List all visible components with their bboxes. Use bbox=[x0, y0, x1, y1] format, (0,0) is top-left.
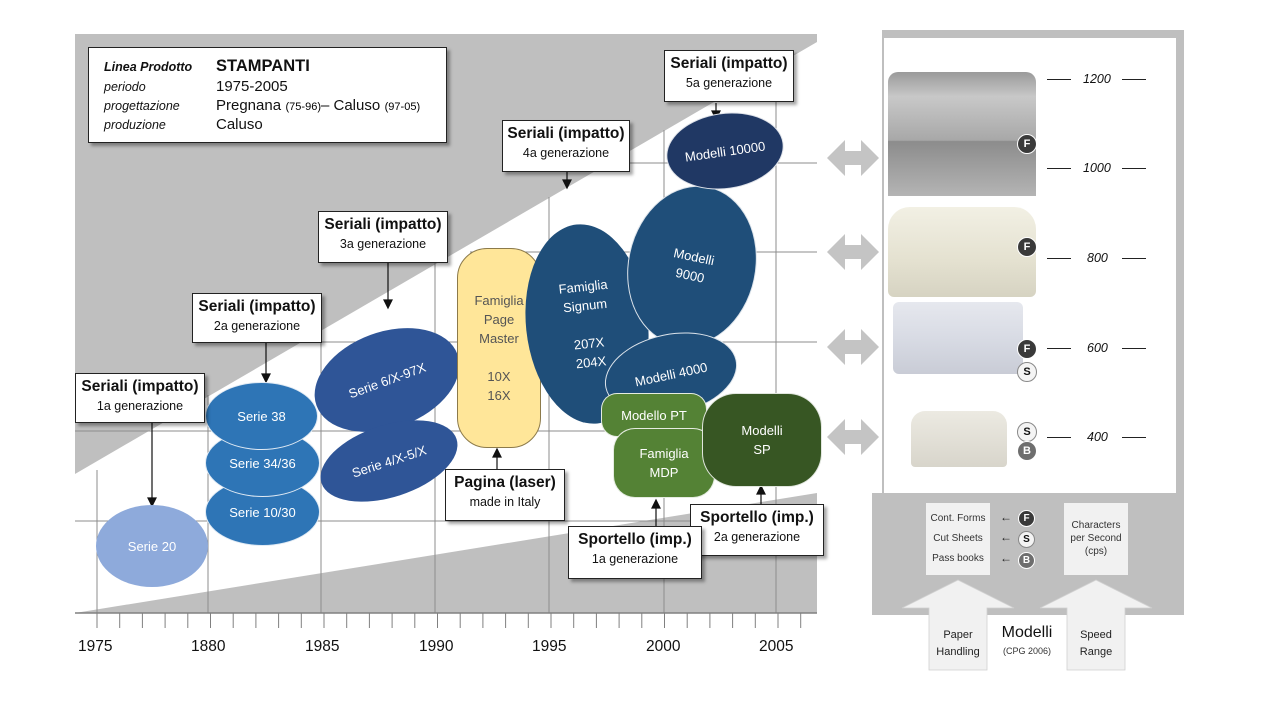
legend-badge-b-icon: B bbox=[1018, 552, 1035, 569]
printer-image-9000 bbox=[888, 207, 1036, 297]
axis-label-year: 1990 bbox=[419, 638, 454, 655]
callout-subtitle: 1a generazione bbox=[96, 399, 184, 413]
speed-legend-box: Characters per Second (cps) bbox=[1064, 503, 1128, 575]
bubble-serie-10-30: Serie 10/30 bbox=[205, 478, 320, 546]
printer-image-4000 bbox=[893, 302, 1023, 374]
info-value-product-line: STAMPANTI bbox=[216, 57, 310, 75]
legend-arrow-icon: ← bbox=[1000, 551, 1012, 565]
speed-value: 1200 bbox=[1083, 72, 1111, 86]
product-line-info-box: Linea Prodotto STAMPANTI periodo 1975-2005… bbox=[88, 47, 447, 143]
info-value-production: Caluso bbox=[216, 116, 263, 133]
callout-sportello-2a-gen: Sportello (imp.) 2a generazione bbox=[690, 504, 824, 556]
modelli-title: Modelli bbox=[1001, 624, 1053, 641]
speed-tick bbox=[1047, 348, 1071, 349]
bubble-serie-20: Serie 20 bbox=[96, 505, 208, 587]
callout-seriali-1a-gen: Seriali (impatto) 1a generazione bbox=[75, 373, 205, 423]
badge-cont-forms-icon: F bbox=[1017, 339, 1037, 359]
modelli-subtitle: (CPG 2006) bbox=[1002, 646, 1052, 656]
speed-tick bbox=[1122, 168, 1146, 169]
paper-handling-label: Paper Handling bbox=[936, 629, 980, 658]
info-label-period: periodo bbox=[104, 80, 146, 94]
info-value-period: 1975-2005 bbox=[216, 78, 288, 95]
axis-label-year: 2005 bbox=[759, 638, 794, 655]
speed-value: 600 bbox=[1087, 341, 1108, 355]
callout-subtitle: 2a generazione bbox=[713, 530, 801, 544]
legend-pass-books: Pass books bbox=[932, 553, 984, 564]
axis-label-year: 1975 bbox=[78, 638, 113, 655]
legend-arrow-icon: ← bbox=[1000, 530, 1012, 544]
speed-value: 400 bbox=[1087, 430, 1108, 444]
legend-badge-s-icon: S bbox=[1018, 531, 1035, 548]
legend-arrow-icon: ← bbox=[1000, 510, 1012, 524]
callout-seriali-3a-gen: Seriali (impatto) 3a generazione bbox=[318, 211, 448, 263]
callout-subtitle: 5a generazione bbox=[685, 76, 773, 90]
callout-title: Sportello (imp.) bbox=[700, 509, 814, 526]
axis-label-year: 1995 bbox=[532, 638, 567, 655]
speed-range-label: Speed Range bbox=[1079, 629, 1113, 658]
callout-arrows bbox=[147, 103, 766, 530]
legend-cut-sheets: Cut Sheets bbox=[933, 533, 983, 544]
callout-subtitle: 2a generazione bbox=[213, 319, 301, 333]
callout-sportello-1a-gen: Sportello (imp.) 1a generazione bbox=[568, 526, 702, 579]
bubble-modelli-sp: Modelli SP bbox=[702, 393, 822, 487]
speed-tick bbox=[1047, 168, 1071, 169]
speed-value: 800 bbox=[1087, 251, 1108, 265]
x-axis-ticks bbox=[96, 613, 802, 628]
paper-handling-legend-box: Cont. Forms Cut Sheets Pass books bbox=[926, 503, 990, 575]
axis-label-year: 1985 bbox=[305, 638, 340, 655]
badge-cut-sheets-icon: S bbox=[1017, 422, 1037, 442]
speed-tick bbox=[1122, 348, 1146, 349]
badge-cont-forms-icon: F bbox=[1017, 237, 1037, 257]
speed-tick bbox=[1122, 79, 1146, 80]
printer-image-10000 bbox=[888, 72, 1036, 196]
double-arrows bbox=[827, 140, 879, 455]
info-value-design-years1: (75-96) bbox=[285, 101, 321, 113]
printer-image-sp bbox=[911, 411, 1007, 467]
speed-tick bbox=[1122, 437, 1146, 438]
callout-seriali-5a-gen: Seriali (impatto) 5a generazione bbox=[664, 50, 794, 102]
legend-cont-forms: Cont. Forms bbox=[930, 513, 986, 524]
badge-cut-sheets-icon: S bbox=[1017, 362, 1037, 382]
callout-subtitle: 1a generazione bbox=[591, 552, 679, 566]
callout-seriali-2a-gen: Seriali (impatto) 2a generazione bbox=[192, 293, 322, 343]
callout-pagina-laser: Pagina (laser) made in Italy bbox=[445, 469, 565, 521]
callout-subtitle: made in Italy bbox=[469, 495, 541, 509]
bubble-page-master: Famiglia Page Master 10X 16X bbox=[457, 248, 541, 448]
info-value-design-site2: – Caluso bbox=[320, 97, 381, 114]
callout-subtitle: 3a generazione bbox=[339, 237, 427, 251]
callout-title: Seriali (impatto) bbox=[81, 378, 199, 395]
badge-cont-forms-icon: F bbox=[1017, 134, 1037, 154]
callout-title: Seriali (impatto) bbox=[507, 125, 625, 142]
info-label-design: progettazione bbox=[104, 99, 180, 113]
axis-label-year: 1880 bbox=[191, 638, 226, 655]
badge-passbooks-icon: B bbox=[1017, 441, 1037, 461]
callout-title: Seriali (impatto) bbox=[198, 298, 316, 315]
callout-title: Sportello (imp.) bbox=[578, 531, 692, 548]
bubble-famiglia-mdp: Famiglia MDP bbox=[613, 428, 715, 498]
speed-tick bbox=[1047, 79, 1071, 80]
info-label-product-line: Linea Prodotto bbox=[104, 60, 193, 74]
callout-title: Seriali (impatto) bbox=[670, 55, 788, 72]
info-value-design-site1: Pregnana bbox=[216, 97, 282, 114]
legend-up-arrows bbox=[901, 579, 1153, 671]
info-value-design-years2: (97-05) bbox=[384, 101, 421, 113]
callout-seriali-4a-gen: Seriali (impatto) 4a generazione bbox=[502, 120, 630, 172]
callout-title: Pagina (laser) bbox=[454, 474, 556, 491]
legend-badge-f-icon: F bbox=[1018, 510, 1035, 527]
callout-title: Seriali (impatto) bbox=[324, 216, 442, 233]
info-label-production: produzione bbox=[104, 118, 166, 132]
speed-tick bbox=[1047, 258, 1071, 259]
bubble-serie-38: Serie 38 bbox=[205, 382, 318, 450]
callout-subtitle: 4a generazione bbox=[522, 146, 610, 160]
speed-tick bbox=[1047, 437, 1071, 438]
lower-gray-wedge bbox=[75, 493, 817, 613]
speed-tick bbox=[1122, 258, 1146, 259]
speed-value: 1000 bbox=[1083, 161, 1111, 175]
axis-label-year: 2000 bbox=[646, 638, 681, 655]
